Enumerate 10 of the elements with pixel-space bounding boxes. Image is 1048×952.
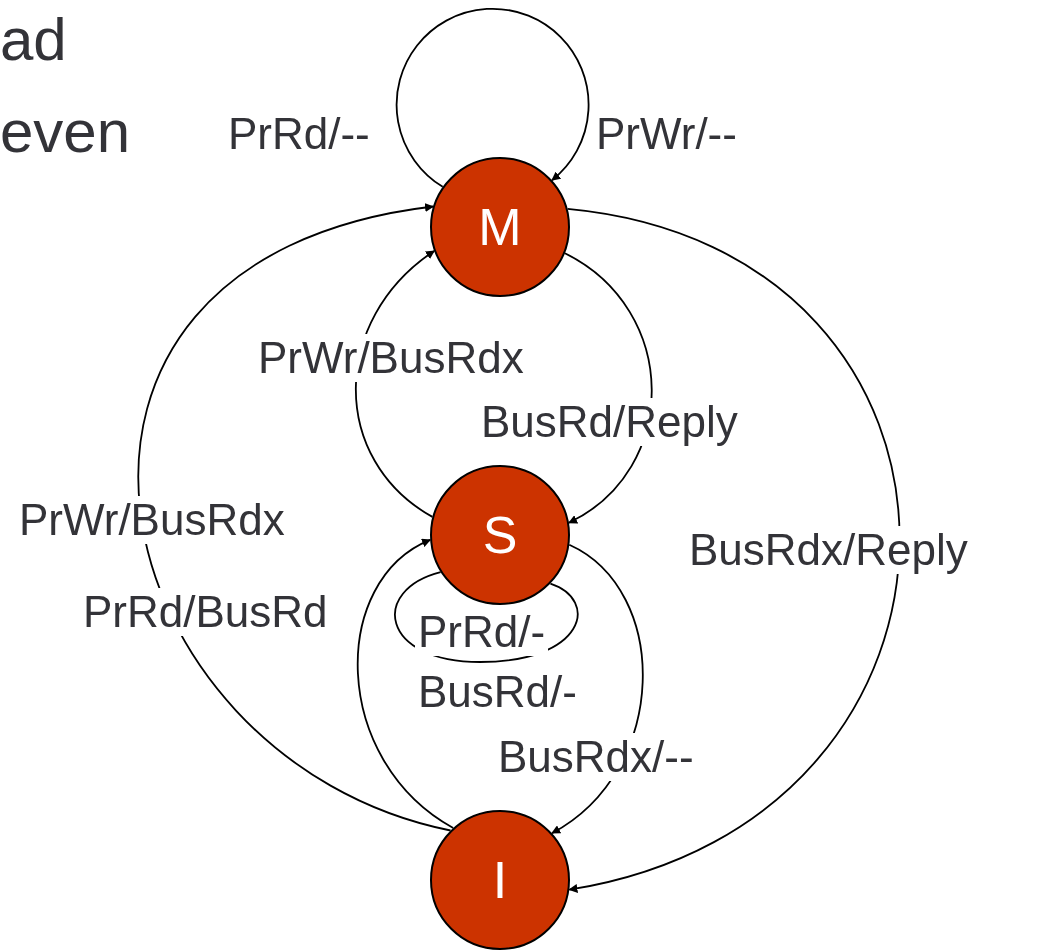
partial-text: ad [0, 10, 67, 70]
state-circle: I [430, 810, 570, 950]
arrow [139, 203, 452, 832]
partial-text: even [0, 102, 131, 162]
state-circle: S [430, 465, 570, 605]
self-loop-arrow [395, 7, 590, 188]
state-circle: M [430, 157, 570, 297]
arrow [566, 208, 901, 892]
arrow [357, 539, 455, 829]
self-loop-line [394, 571, 579, 663]
